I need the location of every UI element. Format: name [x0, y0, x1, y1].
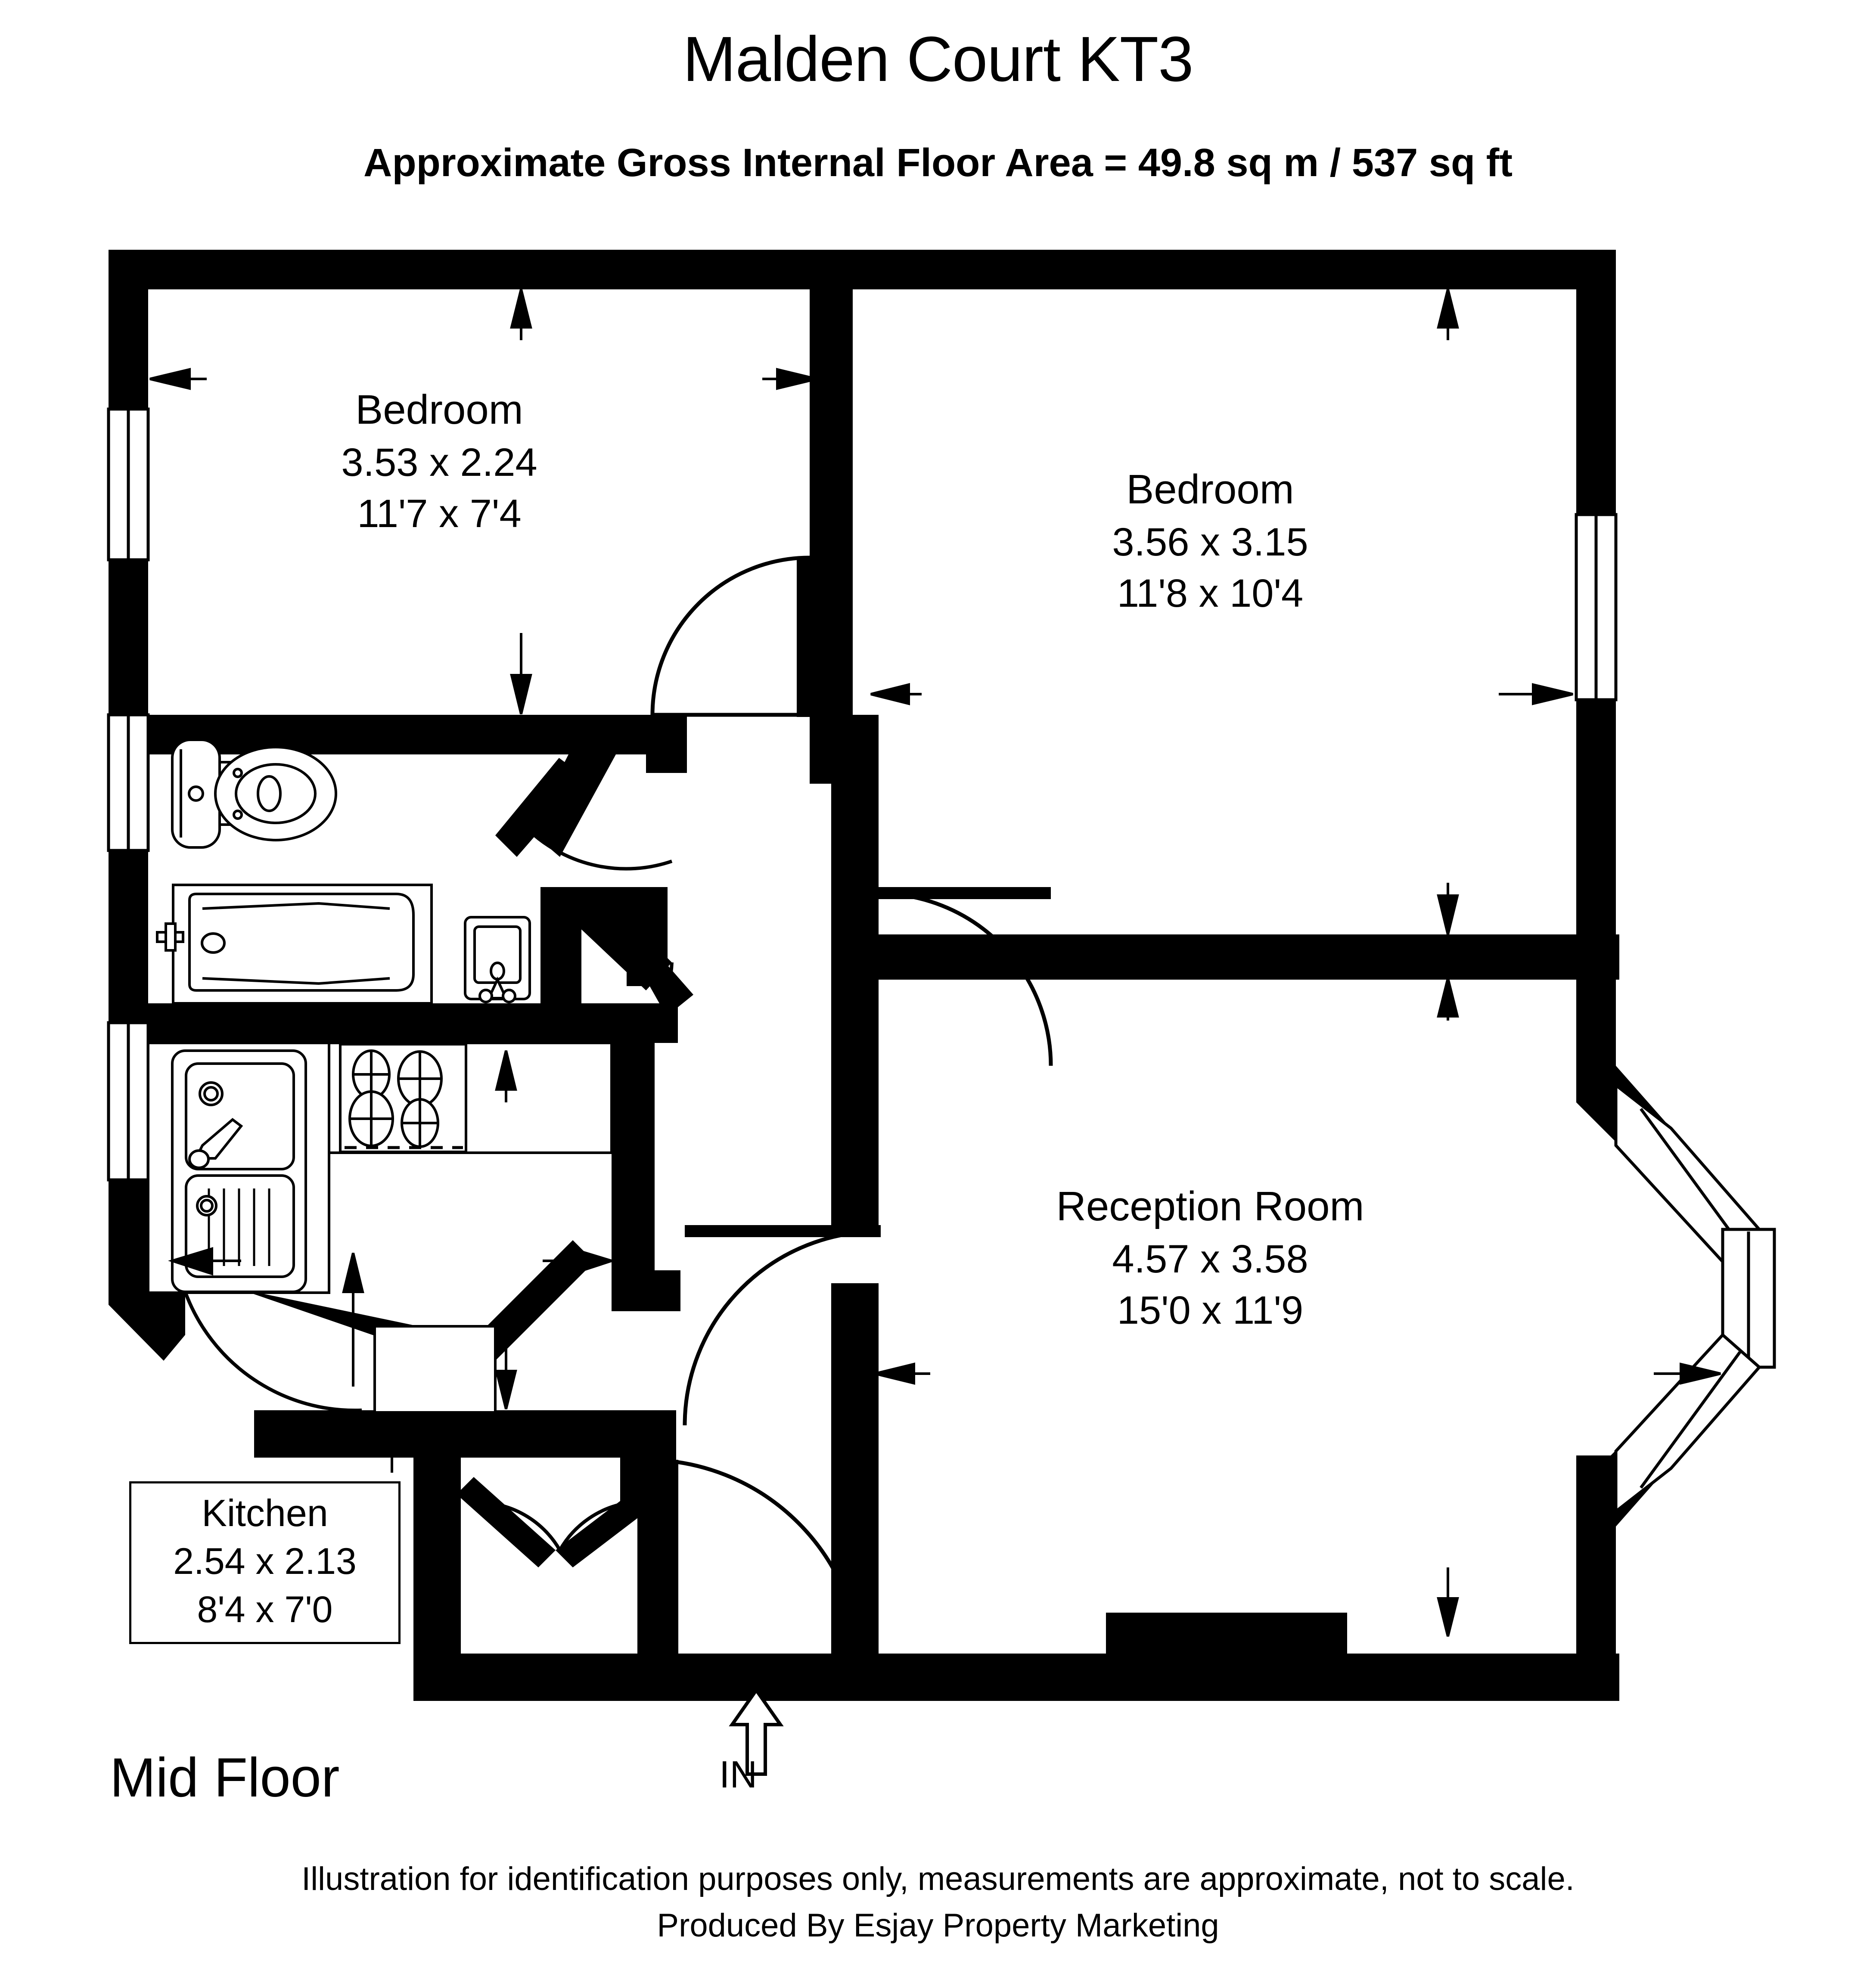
room-name-bedroom-1: Bedroom	[355, 387, 523, 433]
room-dim-imperial-kitchen: 8'4 x 7'0	[197, 1589, 333, 1631]
bathroom-fixtures	[156, 738, 531, 1005]
door-leaf-group	[172, 758, 693, 1567]
dimension-arrows	[149, 289, 1721, 1637]
room-name-reception-room: Reception Room	[1056, 1183, 1364, 1229]
room-dim-metric-bedroom-2: 3.56 x 3.15	[1112, 520, 1308, 564]
window-group	[107, 407, 1776, 1515]
producer-credit: Produced By Esjay Property Marketing	[657, 1907, 1219, 1944]
room-dim-metric-kitchen: 2.54 x 2.13	[173, 1541, 357, 1582]
entrance-label: IN	[719, 1753, 757, 1796]
room-label-kitchen: Kitchen 2.54 x 2.13 8'4 x 7'0	[129, 1481, 401, 1644]
wall-group	[109, 250, 1671, 1701]
floor-level-label: Mid Floor	[110, 1747, 340, 1809]
room-name-kitchen: Kitchen	[202, 1492, 328, 1534]
room-label-bedroom-2: Bedroom 3.56 x 3.15 11'8 x 10'4	[982, 463, 1438, 620]
entrance-arrow-icon	[729, 1687, 784, 1776]
floor-area-subtitle: Approximate Gross Internal Floor Area = …	[363, 141, 1513, 185]
page-title: Malden Court KT3	[683, 24, 1194, 95]
kitchen-fixtures	[147, 1042, 613, 1294]
room-dim-imperial-bedroom-1: 11'7 x 7'4	[357, 492, 522, 536]
room-dim-imperial-reception-room: 15'0 x 11'9	[1117, 1288, 1304, 1333]
room-dim-imperial-bedroom-2: 11'8 x 10'4	[1117, 571, 1304, 616]
room-dim-metric-bedroom-1: 3.53 x 2.24	[341, 440, 537, 484]
door-group	[183, 555, 1053, 1677]
hall-cupboard	[373, 1325, 497, 1414]
room-label-reception-room: Reception Room 4.57 x 3.58 15'0 x 11'9	[969, 1180, 1451, 1337]
room-name-bedroom-2: Bedroom	[1126, 466, 1294, 512]
room-label-bedroom-1: Bedroom 3.53 x 2.24 11'7 x 7'4	[224, 383, 655, 540]
room-dim-metric-reception-room: 4.57 x 3.58	[1112, 1237, 1308, 1281]
disclaimer-line-1: Illustration for identification purposes…	[301, 1861, 1575, 1897]
disclaimer-block: Illustration for identification purposes…	[0, 1856, 1876, 1949]
